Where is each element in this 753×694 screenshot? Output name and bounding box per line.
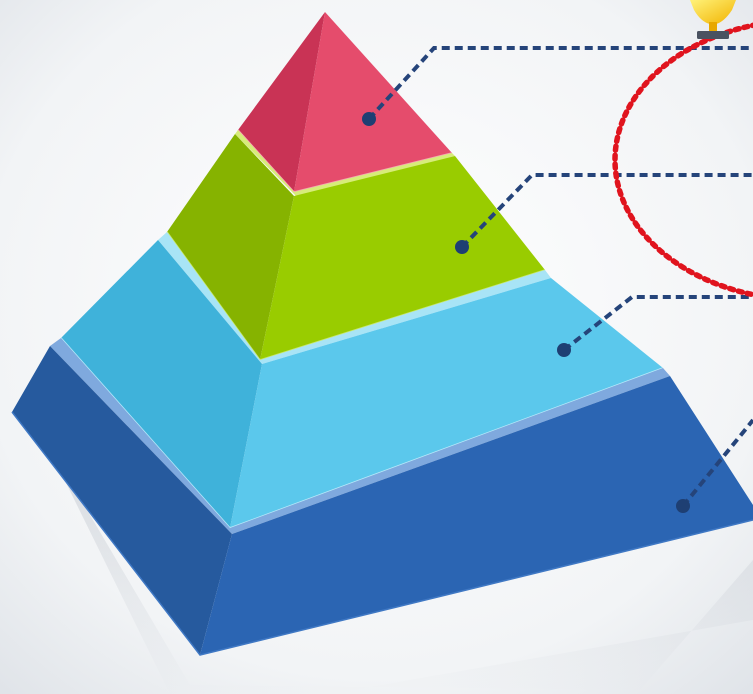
connector-level-1 bbox=[367, 46, 753, 121]
trophy-cup bbox=[690, 0, 736, 24]
level-3-left-face bbox=[61, 240, 262, 528]
level-1-left-face bbox=[238, 12, 325, 192]
connector-level-4 bbox=[681, 418, 753, 508]
level-2-left-face bbox=[167, 134, 294, 360]
trophy-base bbox=[697, 31, 729, 39]
connectors bbox=[367, 46, 753, 508]
dot-level-3 bbox=[557, 343, 571, 357]
connector-dots bbox=[362, 112, 690, 513]
level-2-top-face bbox=[235, 130, 455, 196]
dot-level-2 bbox=[455, 240, 469, 254]
dot-level-1 bbox=[362, 112, 376, 126]
dot-level-4 bbox=[676, 499, 690, 513]
level-4-front-face bbox=[200, 376, 753, 655]
connector-level-3 bbox=[562, 295, 753, 352]
trophy-icon bbox=[690, 0, 736, 39]
level-3-top-face bbox=[158, 232, 551, 364]
level-3-front-face bbox=[230, 278, 663, 528]
level-4-edge bbox=[11, 411, 753, 656]
pyramid-level-4 bbox=[11, 338, 753, 656]
level-2-front-face bbox=[260, 156, 545, 360]
connector-level-2 bbox=[460, 173, 753, 249]
level-4-left-face bbox=[12, 346, 232, 655]
level-1-front-face bbox=[294, 12, 452, 192]
highlight-callout bbox=[612, 22, 753, 298]
trophy-stem bbox=[709, 22, 717, 32]
